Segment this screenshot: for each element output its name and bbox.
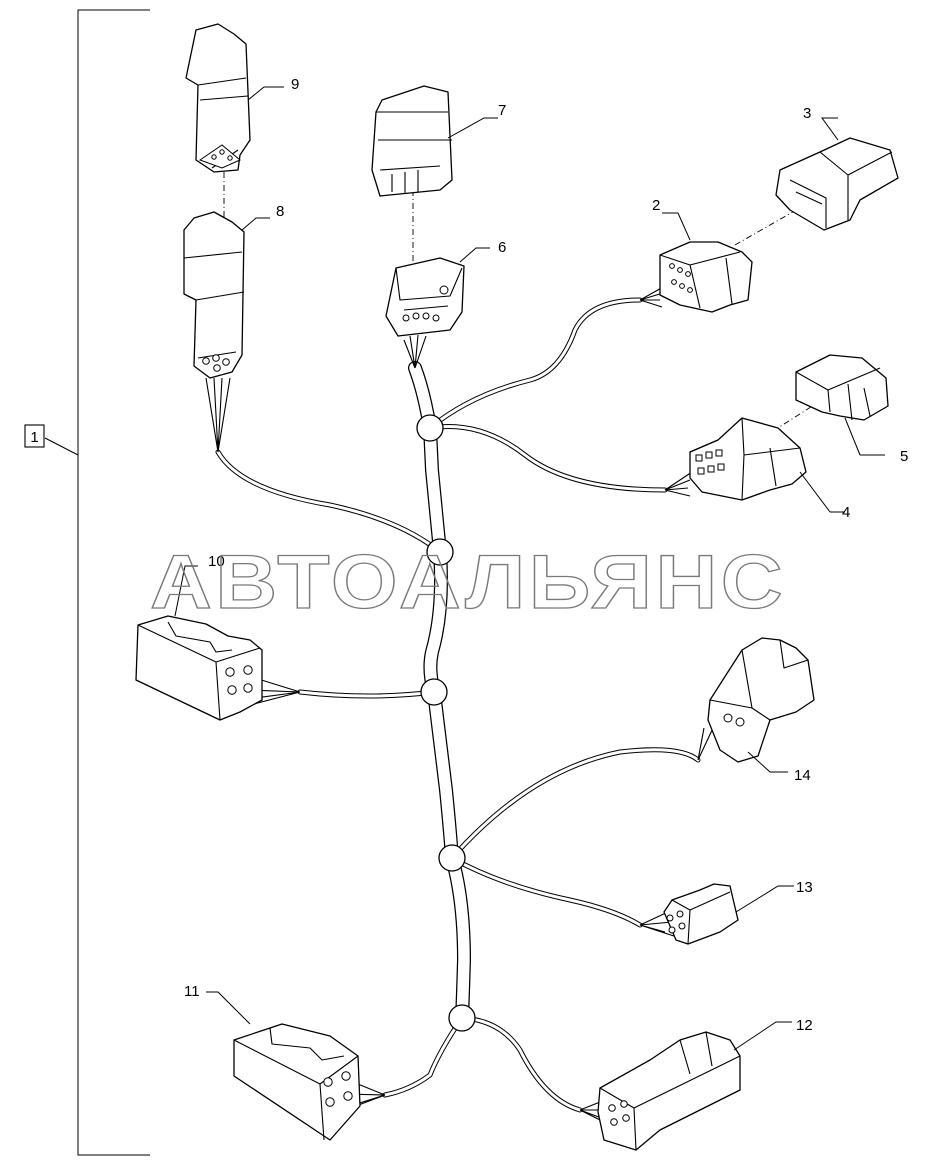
connector-5[interactable] [795, 354, 889, 421]
callout-14: 14 [794, 767, 811, 784]
connector-8[interactable] [183, 211, 245, 379]
connector-9[interactable] [185, 23, 251, 173]
connector-3[interactable] [775, 137, 899, 231]
callout-4: 4 [842, 504, 850, 521]
breakout-fans [205, 285, 715, 1131]
junction-nodes [416, 414, 476, 1032]
callout-5: 5 [900, 448, 908, 465]
connector-13[interactable] [663, 883, 739, 945]
callout-10: 10 [208, 553, 225, 570]
callout-12: 12 [796, 1017, 813, 1034]
connector-11[interactable] [233, 1023, 361, 1141]
callout-7: 7 [498, 102, 506, 119]
assembly-label: 1 [30, 429, 38, 446]
branch-wires [215, 297, 701, 1113]
mating-lines [223, 172, 826, 439]
connector-6[interactable] [385, 257, 465, 337]
connector-2[interactable] [659, 241, 753, 313]
callout-6: 6 [498, 239, 506, 256]
callout-labels: 2 3 4 5 6 7 8 9 10 11 12 13 14 [184, 76, 908, 1034]
connector-10[interactable] [135, 615, 263, 721]
callout-13: 13 [796, 879, 813, 896]
leader-lines [174, 86, 885, 1051]
connector-4[interactable] [689, 417, 807, 501]
connector-14[interactable] [707, 637, 815, 763]
watermark-text: АВТОАЛЬЯНС [150, 540, 786, 625]
callout-3: 3 [803, 105, 811, 122]
callout-11: 11 [184, 983, 200, 1000]
connector-12[interactable] [597, 1031, 741, 1151]
callout-8: 8 [276, 203, 284, 220]
callout-9: 9 [291, 76, 299, 93]
assembly-bracket: 1 [24, 9, 150, 1156]
connector-7[interactable] [371, 85, 453, 197]
callout-2: 2 [652, 197, 660, 214]
